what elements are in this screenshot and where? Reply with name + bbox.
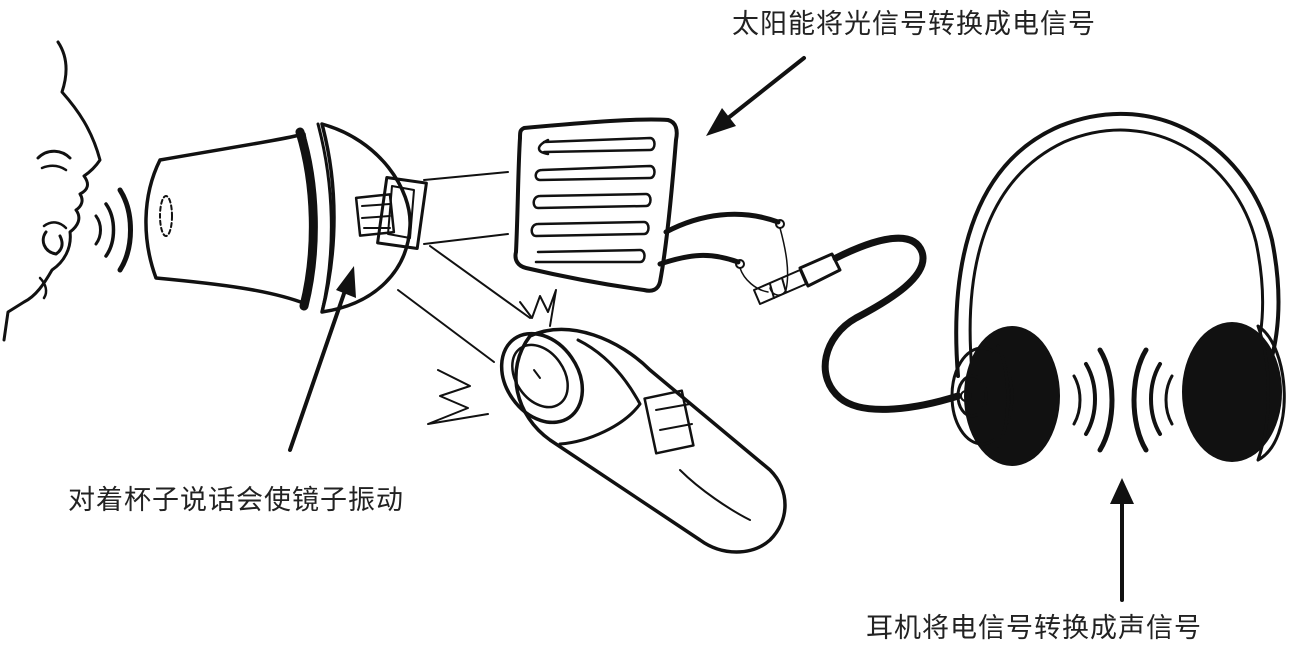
voice-sound-waves-icon [94,187,133,273]
solar-panel-icon [513,117,679,293]
headphones-icon [950,111,1286,466]
light-burst-icon [427,289,557,425]
audio-plug-icon [753,234,962,413]
arrow-to-solar-panel [706,56,806,136]
speaker-face-icon [2,40,102,342]
cup-with-mirror-icon [144,122,428,314]
headphone-sound-waves-icon [1072,347,1174,453]
panel-wires [657,211,789,296]
light-beam-lines [397,171,531,363]
flashlight-icon [499,327,787,554]
arrow-to-headphones [1110,478,1134,602]
solar-panel-caption: 太阳能将光信号转换成电信号 [732,9,1096,40]
headphones-caption: 耳机将电信号转换成声信号 [866,613,1202,644]
arrow-to-mirror [288,266,356,452]
cup-mirror-caption: 对着杯子说话会使镜子振动 [68,485,404,516]
